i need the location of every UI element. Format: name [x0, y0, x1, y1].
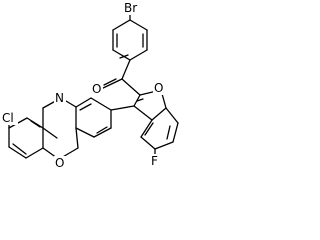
benzofuran-core [133, 89, 179, 150]
bromine-label: Br [124, 1, 137, 15]
ketone-linker [100, 59, 141, 96]
carbonyl-oxygen-label: O [92, 82, 101, 96]
pyran-oxygen-label: O [55, 156, 64, 170]
fluorine-label-bg [150, 154, 161, 168]
pyridine-nitrogen-label-bg [54, 91, 66, 105]
furan-oxygen-label-bg [153, 81, 165, 95]
furan-oxygen-label: O [154, 81, 163, 95]
chlorine-label-bg [1, 111, 18, 125]
aryl-aryl-bond [110, 105, 135, 111]
molecule-structure: Br O O F N Cl O [1, 1, 179, 170]
pyran-oxygen-label-bg [54, 156, 66, 170]
bromophenyl-ring [112, 19, 148, 61]
chromenopyridine-core [8, 97, 112, 159]
chlorine-label: Cl [2, 111, 14, 125]
fluorine-label: F [151, 154, 158, 168]
carbonyl-oxygen-label-bg [91, 82, 103, 96]
bromine-label-bg [123, 1, 141, 15]
pyridine-nitrogen-label: N [55, 91, 64, 105]
